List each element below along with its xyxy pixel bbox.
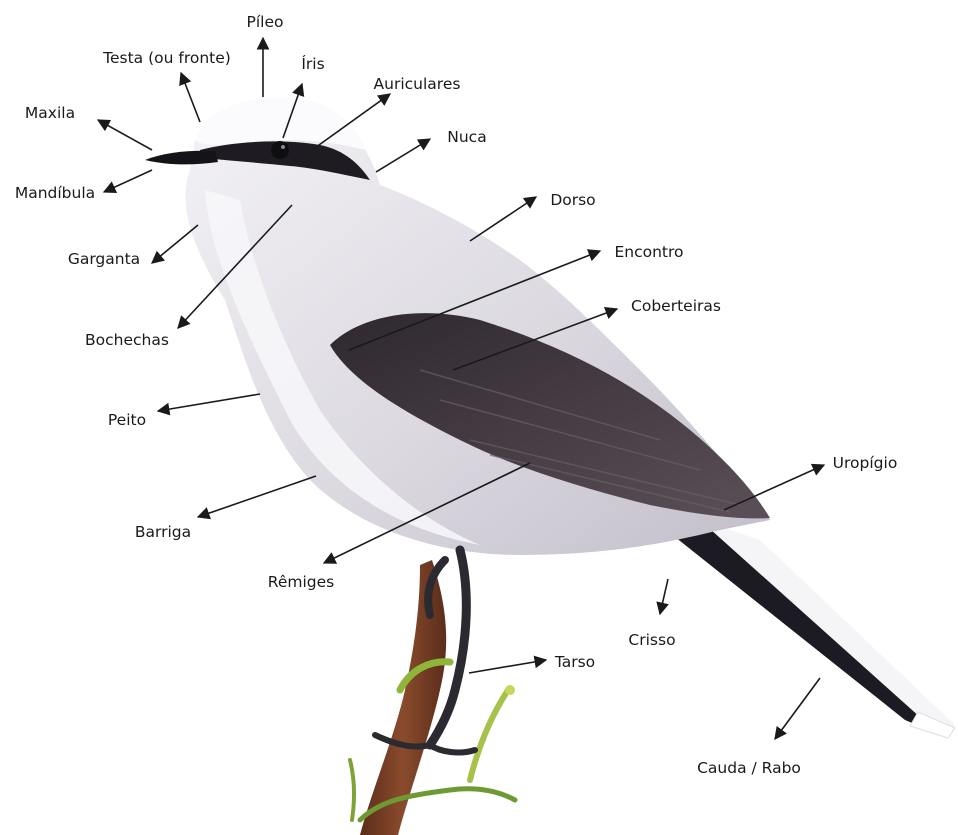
arrow-barriga	[198, 476, 316, 517]
bud	[505, 685, 515, 695]
label-tarso: Tarso	[554, 653, 595, 671]
beak	[145, 151, 218, 165]
label-iris: Íris	[301, 54, 324, 73]
label-barriga: Barriga	[135, 523, 191, 541]
label-garganta: Garganta	[68, 250, 140, 268]
label-coberteiras: Coberteiras	[631, 297, 721, 315]
label-pileo: Píleo	[247, 13, 284, 31]
arrow-nuca	[376, 139, 430, 172]
label-bochechas: Bochechas	[85, 331, 169, 349]
tail-white-edge	[700, 520, 955, 735]
arrow-crisso	[660, 579, 668, 614]
arrow-dorso	[470, 197, 536, 241]
arrow-peito	[158, 394, 260, 411]
arrow-mandibula	[104, 170, 152, 192]
arrow-garganta	[152, 225, 198, 263]
arrow-tarso	[469, 660, 546, 673]
label-peito: Peito	[108, 411, 146, 429]
label-testa: Testa (ou fronte)	[102, 49, 231, 67]
eye-highlight	[281, 145, 285, 149]
label-uropigio: Uropígio	[833, 454, 898, 472]
twig	[350, 760, 354, 820]
label-cauda: Cauda / Rabo	[697, 759, 801, 777]
label-mandibula: Mandíbula	[15, 184, 95, 202]
label-nuca: Nuca	[447, 128, 486, 146]
label-dorso: Dorso	[550, 191, 595, 209]
label-maxila: Maxila	[25, 104, 75, 122]
label-crisso: Crisso	[628, 631, 675, 649]
arrow-maxila	[98, 120, 152, 150]
label-auriculares: Auriculares	[374, 75, 461, 93]
label-encontro: Encontro	[614, 243, 683, 261]
arrow-testa	[181, 73, 200, 122]
twig	[470, 690, 508, 780]
label-remiges: Rêmiges	[268, 573, 334, 591]
eye	[271, 141, 289, 159]
arrow-cauda	[775, 678, 820, 739]
